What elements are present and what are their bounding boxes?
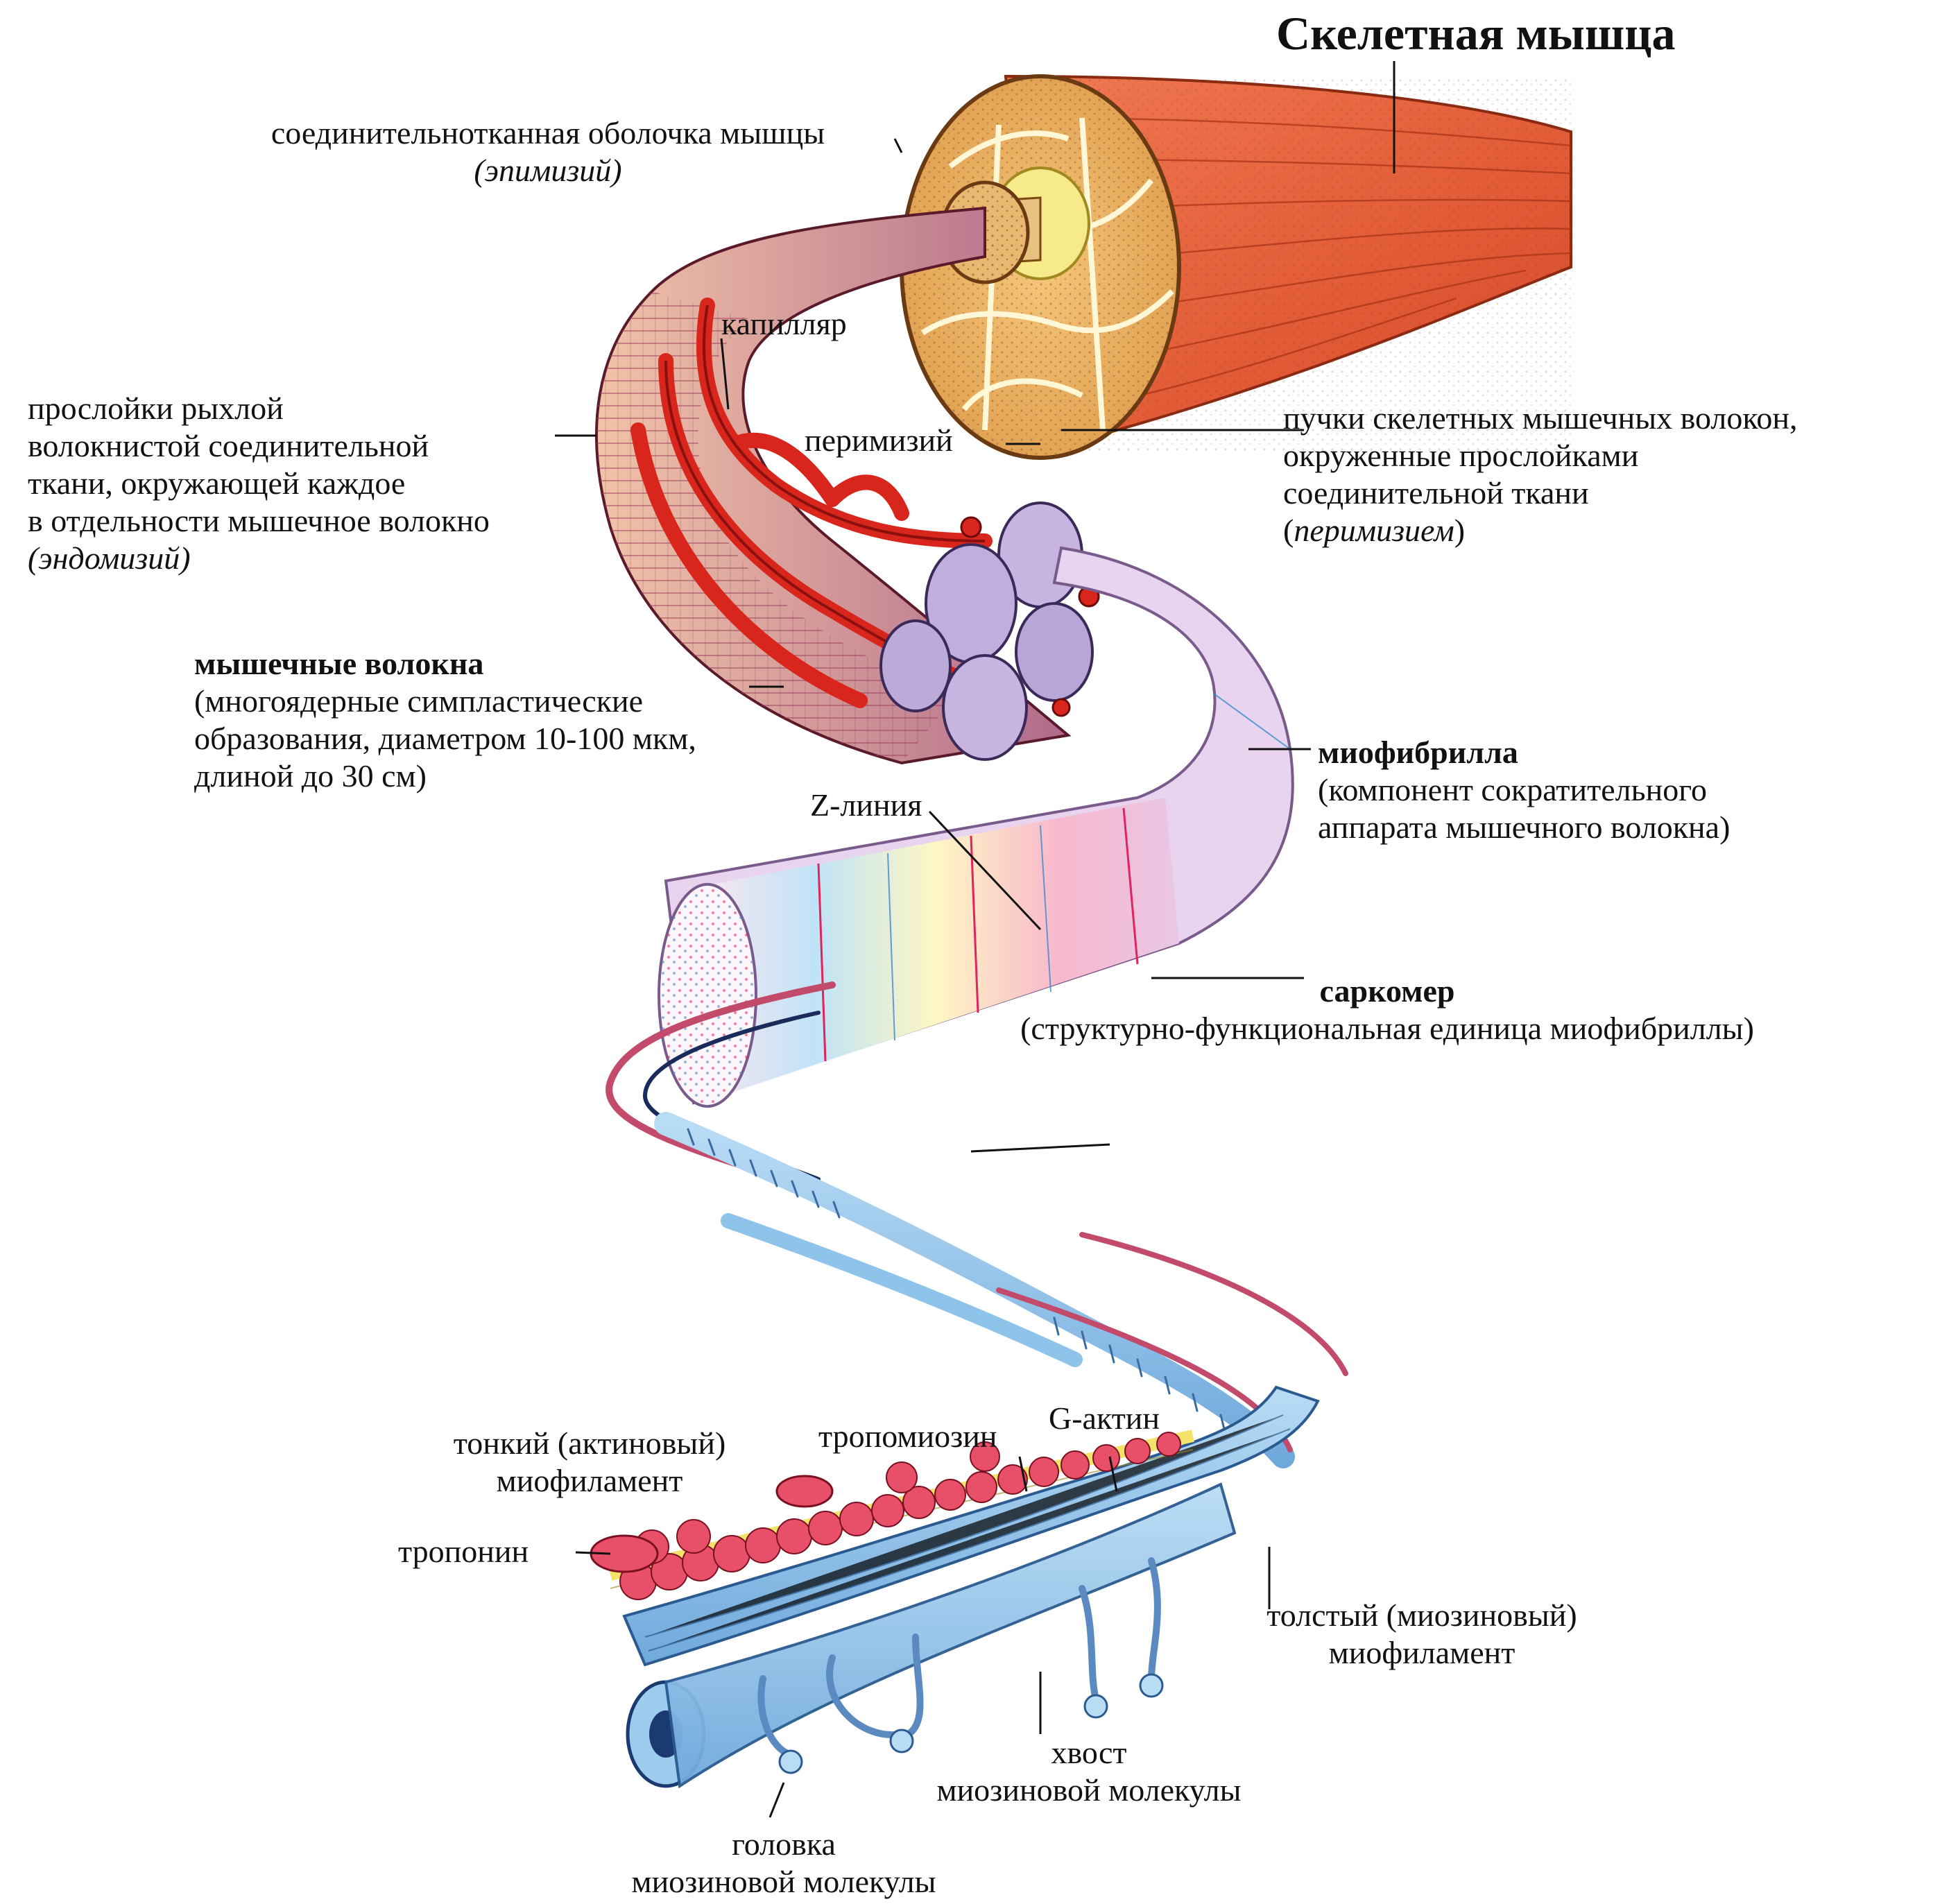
label-bundles-line: пучки скелетных мышечных волокон, bbox=[1283, 400, 1798, 436]
label-muscle-fibers-heading: мышечные волокна bbox=[194, 646, 484, 681]
label-thin-filament: тонкий (актиновый) миофиламент bbox=[388, 1425, 791, 1500]
label-bundles: пучки скелетных мышечных волокон, окруже… bbox=[1283, 400, 1798, 549]
label-endomysium-term: (эндомизий) bbox=[28, 540, 191, 576]
label-endomysium-line: ткани, окружающей каждое bbox=[28, 465, 406, 501]
label-muscle-fibers-line: длиной до 30 см) bbox=[194, 758, 427, 794]
whole-muscle bbox=[900, 74, 1574, 460]
label-endomysium: прослойки рыхлой волокнистой соединитель… bbox=[28, 390, 490, 577]
label-thin-filament-line1: тонкий (актиновый) bbox=[453, 1425, 726, 1461]
label-epimysium-line1: соединительнотканная оболочка мышцы bbox=[270, 115, 825, 151]
label-epimysium-term: (эпимизий) bbox=[474, 153, 622, 188]
filaments bbox=[606, 981, 1348, 1468]
label-sarcomere: саркомер (структурно-функциональная един… bbox=[909, 972, 1866, 1047]
label-capillary: капилляр bbox=[721, 306, 847, 341]
label-bundles-close: ) bbox=[1454, 513, 1466, 548]
label-tropomyosin: тропомиозин bbox=[818, 1418, 997, 1454]
label-myofibril-line: (компонент сократительного bbox=[1318, 772, 1707, 807]
label-thick-filament-line2: миофиламент bbox=[1328, 1635, 1515, 1670]
label-g-actin: G-актин bbox=[1049, 1400, 1160, 1436]
label-bundles-line: окруженные прослойками bbox=[1283, 438, 1639, 473]
label-epimysium: соединительнотканная оболочка мышцы (эпи… bbox=[187, 114, 909, 189]
label-thick-filament-line1: толстый (миозиновый) bbox=[1266, 1597, 1577, 1633]
leader-lines bbox=[555, 61, 1395, 1818]
label-perimysium: перимизий bbox=[805, 422, 953, 458]
label-myosin-tail-line1: хвост bbox=[1051, 1735, 1127, 1770]
label-z-line: Z-линия bbox=[810, 787, 922, 823]
label-myosin-tail: хвост миозиновой молекулы bbox=[881, 1734, 1297, 1809]
label-thick-filament: толстый (миозиновый) миофиламент bbox=[1200, 1597, 1644, 1672]
diagram-title: Скелетная мышца bbox=[1276, 7, 1676, 60]
label-myosin-head-line1: головка bbox=[732, 1826, 836, 1862]
label-bundles-line: соединительной ткани bbox=[1283, 475, 1589, 511]
label-muscle-fibers-line: (многоядерные симпластические bbox=[194, 683, 644, 719]
label-myosin-tail-line2: миозиновой молекулы bbox=[936, 1772, 1242, 1808]
label-bundles-term: перимизием bbox=[1294, 513, 1454, 548]
label-myofibril-heading: миофибрилла bbox=[1318, 735, 1518, 770]
label-myosin-head-line2: миозиновой молекулы bbox=[631, 1864, 936, 1899]
label-sarcomere-heading: саркомер bbox=[1319, 973, 1455, 1009]
label-endomysium-line: в отдельности мышечное волокно bbox=[28, 503, 490, 538]
muscle-fascicle bbox=[595, 206, 1100, 765]
label-myofibril: миофибрилла (компонент сократительного а… bbox=[1318, 734, 1730, 846]
label-bundles-open: ( bbox=[1283, 513, 1294, 548]
myofibril bbox=[658, 546, 1294, 1108]
label-sarcomere-line: (структурно-функциональная единица миофи… bbox=[1020, 1011, 1754, 1046]
label-muscle-fibers: мышечные волокна (многоядерные симпласти… bbox=[194, 645, 696, 795]
label-muscle-fibers-line: образования, диаметром 10-100 мкм, bbox=[194, 721, 696, 756]
label-myofibril-line: аппарата мышечного волокна) bbox=[1318, 809, 1731, 845]
label-endomysium-line: волокнистой соединительной bbox=[28, 428, 429, 463]
label-bundles-term-line: (перимизием) bbox=[1283, 512, 1798, 549]
label-endomysium-line: прослойки рыхлой bbox=[28, 391, 284, 426]
label-troponin: тропонин bbox=[398, 1534, 529, 1569]
label-myosin-head: головка миозиновой молекулы bbox=[576, 1826, 992, 1901]
label-thin-filament-line2: миофиламент bbox=[496, 1463, 683, 1498]
thin-filament bbox=[590, 1430, 1194, 1600]
thick-filament bbox=[622, 1385, 1320, 1789]
